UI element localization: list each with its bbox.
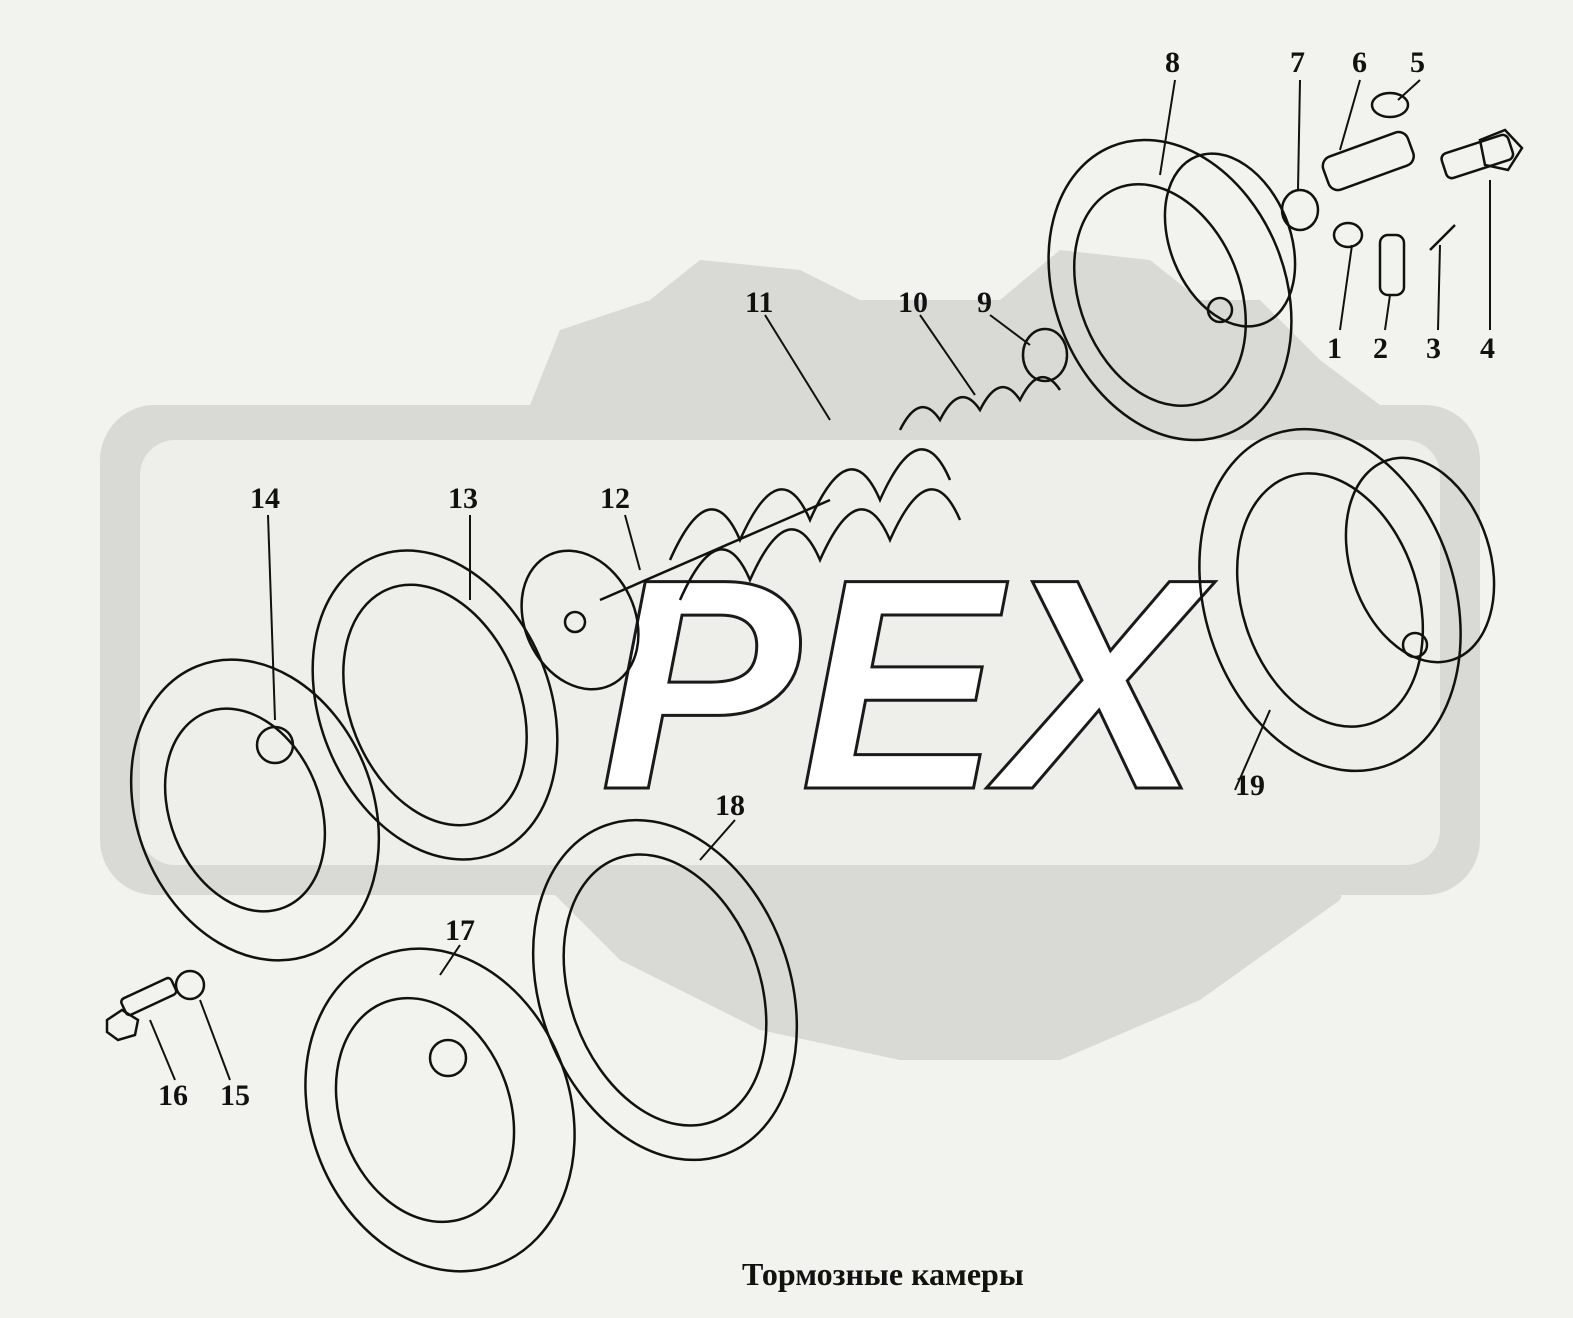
callout-12: 12 bbox=[600, 482, 630, 515]
part-19-chamber-housing bbox=[1198, 427, 1496, 773]
callout-4: 4 bbox=[1480, 332, 1495, 365]
part-15-16-fasteners bbox=[105, 969, 206, 1042]
part-8-chamber-housing bbox=[1047, 138, 1297, 442]
callout-16: 16 bbox=[158, 1079, 188, 1112]
callout-8: 8 bbox=[1165, 46, 1180, 79]
small-hardware-group bbox=[1280, 91, 1524, 297]
watermark-frame-inner bbox=[140, 440, 1440, 865]
part-9-10-11-12-spring-assembly bbox=[520, 327, 1069, 691]
part-17-chamber-cover bbox=[304, 947, 576, 1273]
callout-17: 17 bbox=[445, 914, 475, 947]
callout-3: 3 bbox=[1426, 332, 1441, 365]
callout-13: 13 bbox=[448, 482, 478, 515]
callout-2: 2 bbox=[1373, 332, 1388, 365]
part-14-chamber-cover bbox=[129, 658, 381, 962]
leader-lines bbox=[149, 79, 1491, 1081]
callout-6: 6 bbox=[1352, 46, 1367, 79]
callout-10: 10 bbox=[898, 286, 928, 319]
callout-labels: 1 2 3 4 5 6 7 8 9 10 11 12 13 14 15 16 1… bbox=[158, 46, 1495, 1112]
watermark: PEX bbox=[100, 250, 1480, 1060]
diagram-caption: Тормозные камеры bbox=[742, 1256, 1024, 1292]
callout-11: 11 bbox=[745, 286, 773, 319]
callout-9: 9 bbox=[977, 286, 992, 319]
watermark-letters: PEX bbox=[600, 516, 1216, 852]
callout-7: 7 bbox=[1290, 46, 1305, 79]
callout-18: 18 bbox=[715, 789, 745, 822]
callout-19: 19 bbox=[1235, 769, 1265, 802]
callout-14: 14 bbox=[250, 482, 280, 515]
callout-1: 1 bbox=[1327, 332, 1342, 365]
part-13-diaphragm bbox=[311, 549, 559, 861]
callout-5: 5 bbox=[1410, 46, 1425, 79]
callout-15: 15 bbox=[220, 1079, 250, 1112]
